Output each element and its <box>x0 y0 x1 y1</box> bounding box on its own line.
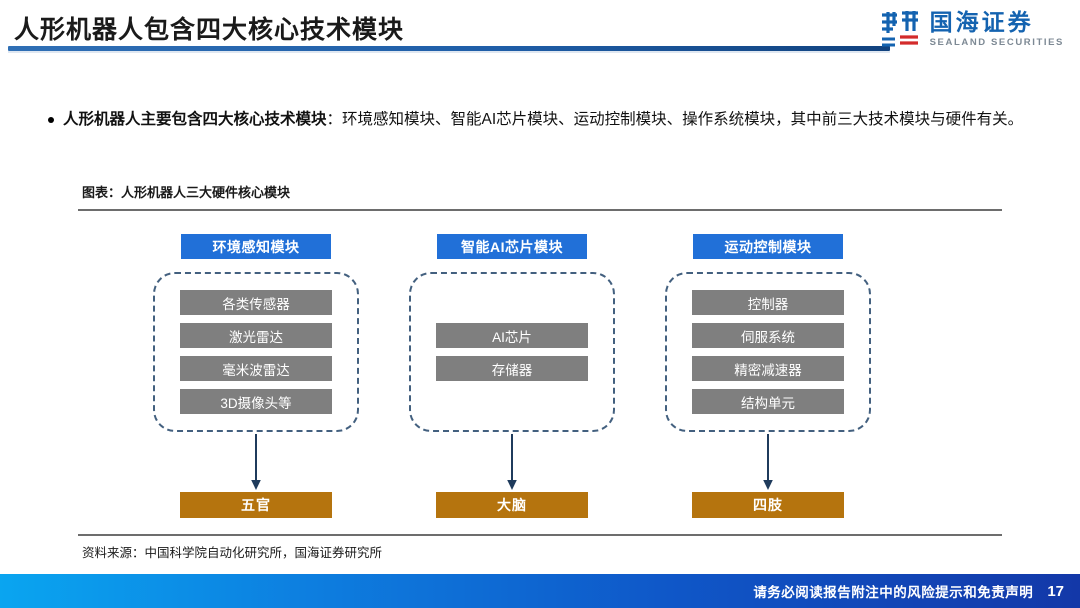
slide-header: 人形机器人包含四大核心技术模块 <box>0 0 1080 72</box>
module-item: 激光雷达 <box>180 323 332 348</box>
page-title: 人形机器人包含四大核心技术模块 <box>14 16 405 44</box>
module-title: 运动控制模块 <box>693 234 843 259</box>
logo-name-cn: 国海证券 <box>929 8 1034 35</box>
bullet-paragraph: 人形机器人主要包含四大核心技术模块：环境感知模块、智能AI芯片模块、运动控制模块… <box>48 106 1052 135</box>
module-item: AI芯片 <box>436 323 588 348</box>
caption-divider <box>78 209 1002 211</box>
brand-logo: 国海证券 SEALAND SECURITIES <box>879 9 1064 49</box>
module-column-environment-sensing: 环境感知模块 各类传感器 激光雷达 毫米波雷达 3D摄像头等 五官 <box>128 234 384 526</box>
module-title: 环境感知模块 <box>181 234 331 259</box>
footer-disclaimer: 请务必阅读报告附注中的风险提示和免责声明 <box>753 585 1034 600</box>
module-diagram: 环境感知模块 各类传感器 激光雷达 毫米波雷达 3D摄像头等 五官 智能AI芯片… <box>78 234 1002 526</box>
figure-panel: 图表：人形机器人三大硬件核心模块 环境感知模块 各类传感器 激光雷达 毫米波雷达… <box>78 182 1002 570</box>
module-column-ai-chip: 智能AI芯片模块 AI芯片 存储器 大脑 <box>384 234 640 526</box>
logo-text: 国海证券 SEALAND SECURITIES <box>929 8 1064 48</box>
module-item-group: 各类传感器 激光雷达 毫米波雷达 3D摄像头等 <box>153 272 359 432</box>
module-item-group: AI芯片 存储器 <box>409 272 615 432</box>
outcome-box: 四肢 <box>692 492 844 518</box>
header-divider-shadow <box>8 51 890 53</box>
module-item: 伺服系统 <box>692 323 844 348</box>
sealand-logo-mark-icon <box>881 11 918 47</box>
slide-footer: 请务必阅读报告附注中的风险提示和免责声明 17 <box>0 574 1080 608</box>
header-divider <box>8 46 890 51</box>
module-item: 控制器 <box>692 290 844 315</box>
module-item: 毫米波雷达 <box>180 356 332 381</box>
figure-caption: 图表：人形机器人三大硬件核心模块 <box>82 185 291 200</box>
source-divider <box>78 534 1002 536</box>
logo-name-en: SEALAND SECURITIES <box>929 36 1064 48</box>
module-title: 智能AI芯片模块 <box>437 234 587 259</box>
module-column-motion-control: 运动控制模块 控制器 伺服系统 精密减速器 结构单元 四肢 <box>640 234 896 526</box>
page-number: 17 <box>1047 582 1064 600</box>
bullet-text: 人形机器人主要包含四大核心技术模块：环境感知模块、智能AI芯片模块、运动控制模块… <box>63 106 1023 135</box>
module-item: 存储器 <box>436 356 588 381</box>
module-item: 结构单元 <box>692 389 844 414</box>
down-arrow-icon <box>507 434 517 490</box>
module-item: 3D摄像头等 <box>180 389 332 414</box>
bullet-lead: 人形机器人主要包含四大核心技术模块 <box>63 111 327 128</box>
module-item-group: 控制器 伺服系统 精密减速器 结构单元 <box>665 272 871 432</box>
down-arrow-icon <box>251 434 261 490</box>
outcome-box: 大脑 <box>436 492 588 518</box>
down-arrow-icon <box>763 434 773 490</box>
figure-source: 资料来源：中国科学院自动化研究所，国海证券研究所 <box>82 546 383 560</box>
bullet-dot-icon <box>48 117 54 123</box>
module-item: 精密减速器 <box>692 356 844 381</box>
module-item: 各类传感器 <box>180 290 332 315</box>
bullet-rest: ：环境感知模块、智能AI芯片模块、运动控制模块、操作系统模块，其中前三大技术模块… <box>326 111 1024 128</box>
outcome-box: 五官 <box>180 492 332 518</box>
